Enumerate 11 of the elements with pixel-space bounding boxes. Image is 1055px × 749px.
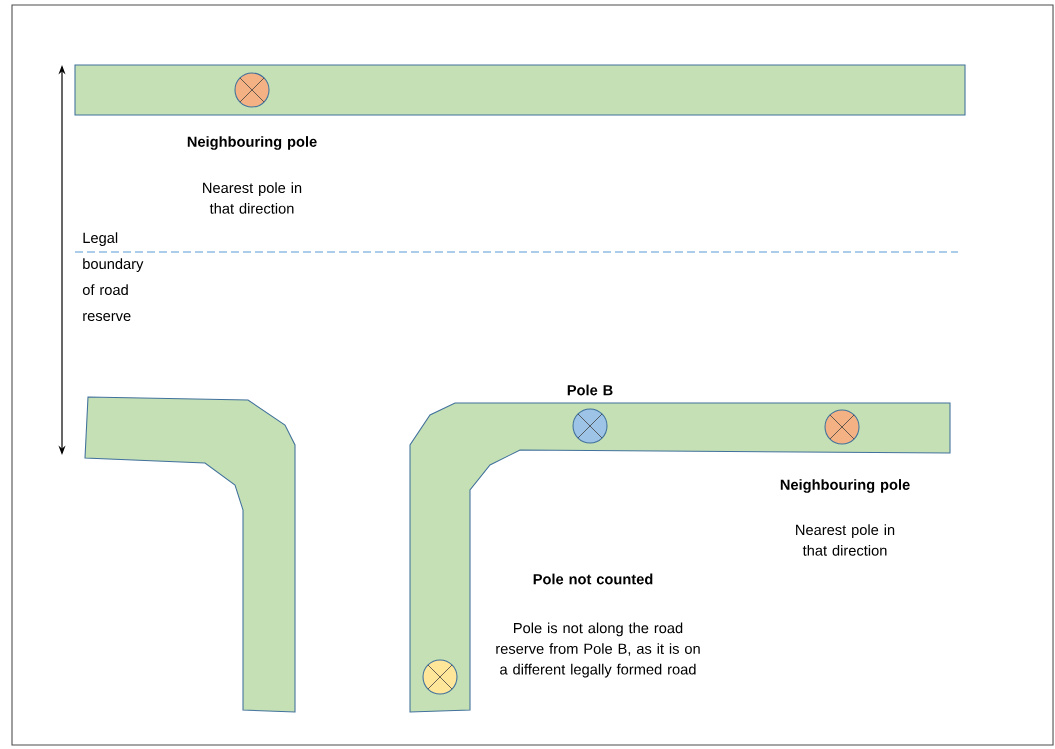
- pole-note: Nearest pole in that direction: [796, 524, 895, 556]
- pole-heading: Pole B: [567, 384, 613, 396]
- road-bend: [409, 402, 951, 713]
- pole-note: Pole is not along the road reserve from Pole B, as it is on a different legally formed road: [496, 622, 700, 678]
- pole-note: Nearest pole in that direction: [203, 182, 302, 214]
- road-bar: [74, 64, 966, 116]
- pole-heading: Pole not counted: [533, 573, 653, 585]
- pole-heading: Neighbouring pole: [780, 479, 910, 493]
- pole-heading: Neighbouring pole: [187, 136, 317, 150]
- road-bend: [84, 396, 296, 713]
- boundary-label: Legal boundary of road reserve: [82, 232, 144, 322]
